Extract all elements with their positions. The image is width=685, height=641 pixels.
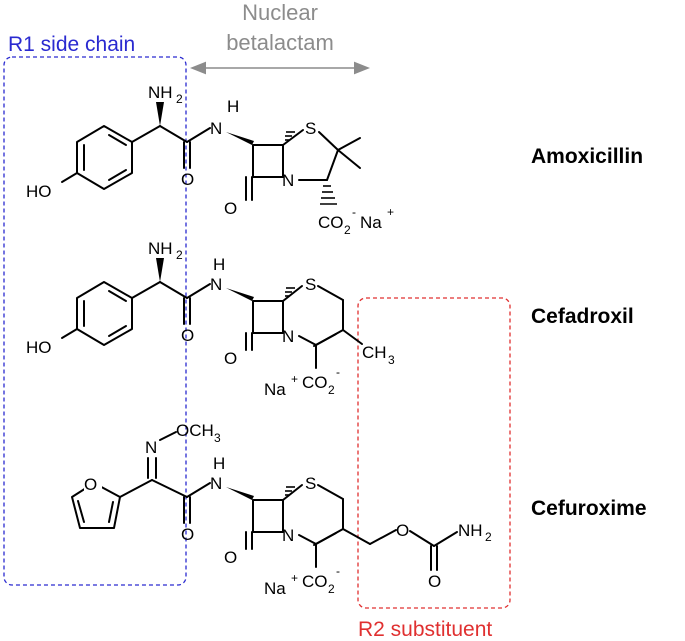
svg-text:2: 2 — [328, 582, 335, 596]
amoxicillin-structure: HO NH 2 O N H O S N — [26, 83, 394, 237]
svg-text:N: N — [282, 171, 294, 190]
svg-text:N: N — [210, 474, 222, 493]
svg-text:O: O — [84, 475, 97, 494]
svg-text:CH: CH — [362, 343, 387, 362]
svg-text:S: S — [305, 275, 316, 294]
svg-text:2: 2 — [176, 248, 183, 262]
svg-text:O: O — [224, 548, 237, 567]
nucleus-label-line2: betalactam — [226, 30, 334, 55]
svg-text:O: O — [224, 349, 237, 368]
nucleus-label-line1: Nuclear — [242, 0, 318, 25]
svg-text:-: - — [336, 564, 340, 578]
svg-text:NH: NH — [458, 521, 483, 540]
svg-text:Na: Na — [264, 579, 286, 598]
r2-dashed-box — [357, 297, 511, 609]
r1-dashed-box — [3, 56, 187, 586]
svg-text:HO: HO — [26, 338, 52, 357]
svg-text:+: + — [291, 372, 298, 386]
svg-text:HO: HO — [26, 182, 52, 201]
svg-text:H: H — [213, 255, 225, 274]
drug-name-amoxicillin: Amoxicillin — [531, 145, 643, 168]
svg-text:O: O — [428, 572, 441, 591]
svg-text:2: 2 — [344, 223, 351, 237]
svg-text:2: 2 — [485, 530, 492, 544]
r2-region: R2 substituent — [357, 297, 511, 641]
drug-name-cefuroxime: Cefuroxime — [531, 497, 647, 520]
svg-text:O: O — [181, 525, 194, 544]
svg-text:CO: CO — [302, 572, 328, 591]
svg-text:S: S — [305, 474, 316, 493]
svg-text:N: N — [210, 119, 222, 138]
svg-text:O: O — [181, 170, 194, 189]
svg-text:O: O — [224, 199, 237, 218]
svg-text:3: 3 — [388, 353, 395, 367]
svg-text:N: N — [282, 526, 294, 545]
svg-text:3: 3 — [214, 431, 221, 445]
svg-text:N: N — [145, 438, 157, 457]
svg-text:N: N — [210, 275, 222, 294]
svg-text:S: S — [305, 119, 316, 138]
svg-text:Na: Na — [264, 380, 286, 399]
r1-region: R1 side chain — [3, 33, 187, 586]
svg-text:H: H — [227, 97, 239, 116]
svg-text:+: + — [387, 205, 394, 219]
r2-label: R2 substituent — [358, 618, 492, 641]
svg-text:NH: NH — [148, 239, 173, 258]
r1-label: R1 side chain — [8, 33, 135, 56]
cefuroxime-structure: O N OCH 3 O N H O S N — [71, 421, 492, 598]
svg-text:O: O — [181, 326, 194, 345]
svg-text:+: + — [291, 571, 298, 585]
svg-text:N: N — [282, 327, 294, 346]
svg-text:2: 2 — [176, 92, 183, 106]
svg-text:NH: NH — [148, 83, 173, 102]
svg-text:Na: Na — [360, 213, 382, 232]
svg-text:O: O — [396, 521, 409, 540]
svg-text:CO: CO — [318, 213, 344, 232]
svg-text:H: H — [213, 454, 225, 473]
svg-text:OCH: OCH — [176, 421, 214, 440]
drug-name-cefadroxil: Cefadroxil — [531, 305, 634, 328]
svg-text:-: - — [352, 205, 356, 219]
svg-text:CO: CO — [302, 373, 328, 392]
svg-text:2: 2 — [328, 383, 335, 397]
cefadroxil-structure: HO NH 2 O N H O S N CH 3 — [26, 239, 395, 399]
nucleus-annotation: Nuclear betalactam — [190, 0, 370, 75]
svg-text:-: - — [336, 365, 340, 379]
